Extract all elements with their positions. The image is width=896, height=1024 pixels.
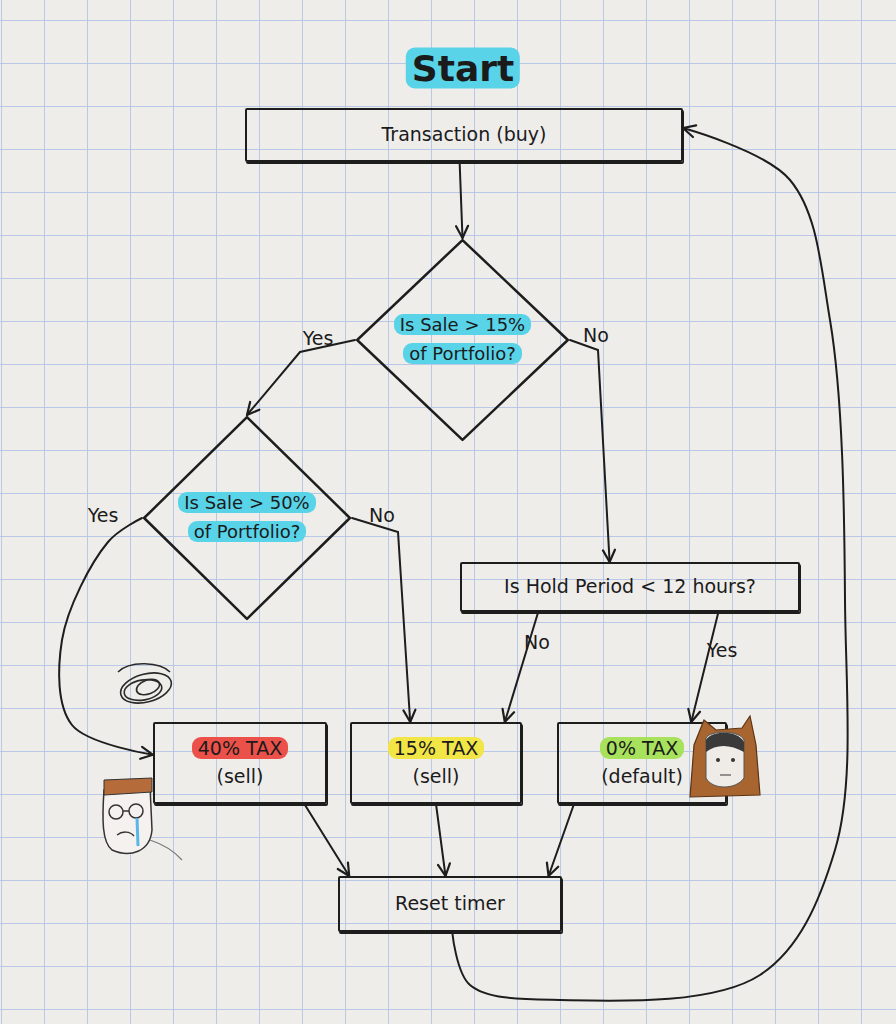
flow-arrow <box>436 804 446 876</box>
scribble <box>117 664 174 709</box>
node-text: Is Hold Period < 12 hours? <box>504 575 756 597</box>
text-line-wrap: 40% TAX <box>192 735 288 763</box>
flow-arrow <box>247 340 355 415</box>
edge-label: No <box>583 324 609 346</box>
node-subtext: (default) <box>601 765 683 787</box>
outcome-box: 15% TAX (sell) <box>350 722 522 804</box>
node-text: Transaction (buy) <box>382 123 547 145</box>
diamond-outline <box>142 415 352 621</box>
decision-diamond: Is Sale > 15% of Portfolio? <box>355 238 570 442</box>
outcome-box: 40% TAX (sell) <box>153 722 327 804</box>
flow-arrow <box>505 612 538 722</box>
node-text: Is Sale > 50% of Portfolio? <box>178 492 315 542</box>
edge-label: No <box>369 504 395 526</box>
decision-box: Is Hold Period < 12 hours? <box>460 562 800 612</box>
text-line-wrap: Is Sale > 50% of Portfolio? <box>172 489 322 547</box>
diagram-title: Start <box>406 48 520 89</box>
node-subtext: (sell) <box>217 765 264 787</box>
title-wrap: Start <box>406 48 520 89</box>
flow-arrow <box>304 804 349 876</box>
diamond-outline <box>355 238 570 442</box>
node-text: Is Sale > 15% of Portfolio? <box>394 314 531 364</box>
node-text: 15% TAX <box>388 737 484 759</box>
flow-arrow <box>460 162 463 238</box>
edge-label: Yes <box>707 639 738 661</box>
process-box: Reset timer <box>338 876 562 932</box>
text-line-wrap: Is Sale > 15% of Portfolio? <box>388 311 538 369</box>
flow-arrow <box>59 518 153 755</box>
flow-arrow <box>352 518 410 722</box>
edge-label: No <box>524 631 550 653</box>
outcome-box: 0% TAX (default) <box>557 722 727 804</box>
decision-diamond: Is Sale > 50% of Portfolio? <box>142 415 352 621</box>
node-text: 0% TAX <box>600 737 684 759</box>
text-line-wrap: 0% TAX <box>600 735 684 763</box>
process-box: Transaction (buy) <box>245 108 683 162</box>
node-subtext: (sell) <box>413 765 460 787</box>
text-line-wrap: (default) <box>601 763 683 791</box>
text-line-wrap: Reset timer <box>395 890 505 918</box>
hooded-figure <box>690 716 760 797</box>
flow-arrow <box>549 804 574 876</box>
text-line-wrap: 15% TAX <box>388 735 484 763</box>
text-line-wrap: Transaction (buy) <box>382 121 547 149</box>
flow-arrow <box>691 612 718 722</box>
edge-label: Yes <box>303 327 334 349</box>
node-text: 40% TAX <box>192 737 288 759</box>
text-line-wrap: (sell) <box>217 763 264 791</box>
text-line-wrap: Is Hold Period < 12 hours? <box>504 573 756 601</box>
crying-face <box>103 778 182 860</box>
flow-arrow <box>570 340 610 562</box>
edge-label: Yes <box>88 504 119 526</box>
text-line-wrap: (sell) <box>413 763 460 791</box>
flow-arrow <box>452 128 847 1001</box>
node-text: Reset timer <box>395 892 505 914</box>
